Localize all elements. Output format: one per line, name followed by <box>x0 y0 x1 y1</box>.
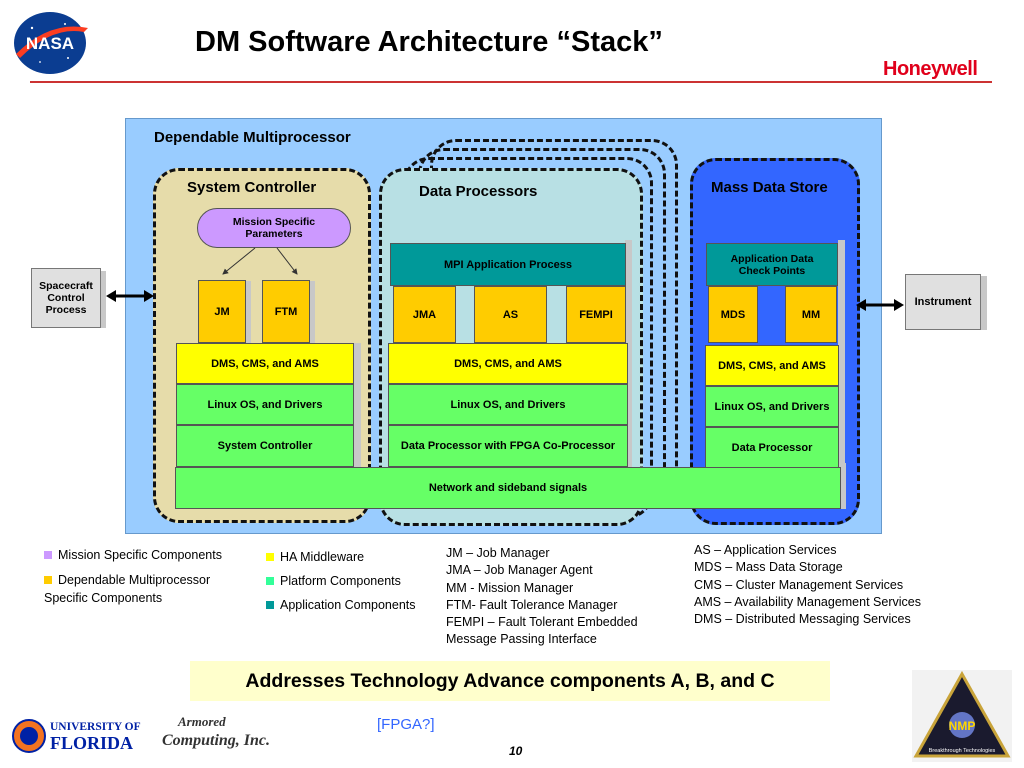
svg-text:Breakthrough Technologies: Breakthrough Technologies <box>929 748 996 754</box>
mission-params-arrows <box>222 247 298 275</box>
technology-banner: Addresses Technology Advance components … <box>190 661 830 701</box>
data-processors-label: Data Processors <box>419 183 538 200</box>
legend-platform: Platform Components <box>266 574 401 588</box>
mds-linux-box: Linux OS, and Drivers <box>705 386 839 427</box>
legend-ha: HA Middleware <box>266 550 364 564</box>
mass-data-store-label: Mass Data Store <box>711 179 828 196</box>
dp-base-box: Data Processor with FPGA Co-Processor <box>388 425 628 467</box>
mds-dms-box: DMS, CMS, and AMS <box>705 345 839 386</box>
instrument-box: Instrument <box>905 274 981 330</box>
uf-seal-icon <box>12 719 46 753</box>
uf-logo-line2: FLORIDA <box>50 733 134 753</box>
instrument-link-arrow <box>856 299 904 311</box>
legend-mission: Mission Specific Components <box>44 548 222 562</box>
as-box: AS <box>474 286 547 343</box>
mission-specific-parameters: Mission Specific Parameters <box>197 208 351 248</box>
nasa-logo: NASA <box>10 10 90 76</box>
legend-application: Application Components <box>266 598 416 612</box>
mm-box: MM <box>785 286 837 343</box>
honeywell-logo: Honeywell <box>883 58 978 80</box>
legend-dm: Dependable Multiprocessor <box>44 573 210 587</box>
uf-logo-line1: UNIVERSITY OF <box>50 721 141 733</box>
panel-label: Dependable Multiprocessor <box>154 129 351 146</box>
jma-box: JMA <box>393 286 456 343</box>
svg-text:NASA: NASA <box>26 34 74 53</box>
header-divider <box>30 81 992 83</box>
fempi-box: FEMPI <box>566 286 626 343</box>
network-sideband-bar: Network and sideband signals <box>175 467 841 509</box>
spacecraft-control-process-box: Spacecraft Control Process <box>31 268 101 328</box>
svg-text:NMP: NMP <box>949 719 976 733</box>
spacecraft-link-arrow <box>106 290 154 302</box>
dp-linux-box: Linux OS, and Drivers <box>388 384 628 425</box>
application-data-check-points-box: Application Data Check Points <box>706 243 838 286</box>
fpga-link[interactable]: [FPGA?] <box>377 716 435 733</box>
sc-base-box: System Controller <box>176 425 354 467</box>
mds-box: MDS <box>708 286 758 343</box>
armored-computing-logo: Armored Computing, Inc. <box>162 714 271 749</box>
mds-base-box: Data Processor <box>705 427 839 468</box>
sc-dms-box: DMS, CMS, and AMS <box>176 343 354 384</box>
system-controller-label: System Controller <box>187 179 317 196</box>
sc-linux-box: Linux OS, and Drivers <box>176 384 354 425</box>
page-title: DM Software Architecture “Stack” <box>195 26 663 58</box>
nmp-logo: NMP Breakthrough Technologies <box>912 670 1012 762</box>
jm-box: JM <box>198 280 246 343</box>
legend-dm-line2: Specific Components <box>44 591 163 605</box>
dp-dms-box: DMS, CMS, and AMS <box>388 343 628 384</box>
mpi-application-process-box: MPI Application Process <box>390 243 626 286</box>
page-number: 10 <box>509 744 523 758</box>
ftm-box: FTM <box>262 280 310 343</box>
